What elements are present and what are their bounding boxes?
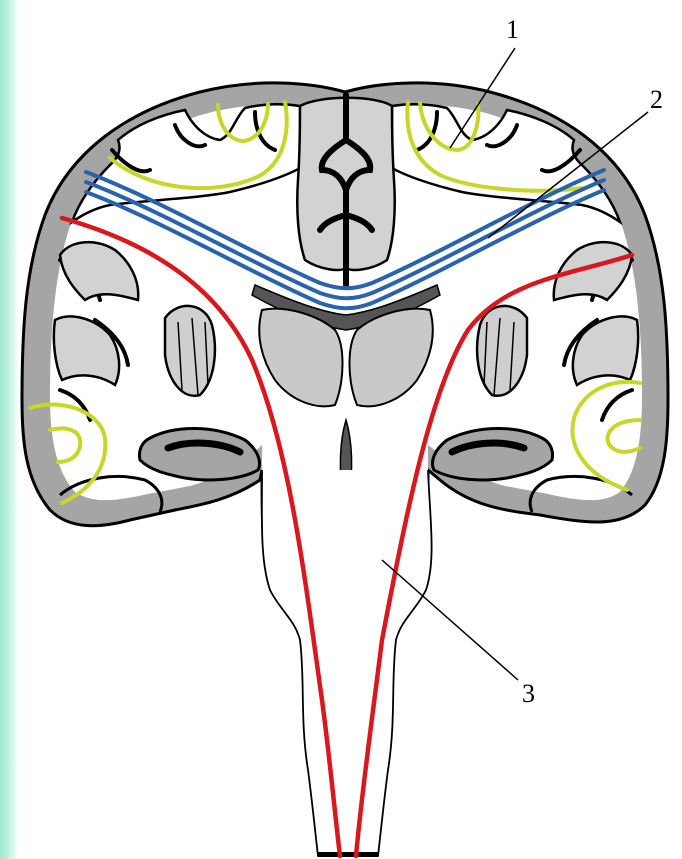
label-1: 1: [506, 15, 519, 44]
label-2: 2: [650, 85, 663, 114]
label-3: 3: [522, 679, 535, 708]
spinal-cord-cut: [318, 852, 378, 857]
